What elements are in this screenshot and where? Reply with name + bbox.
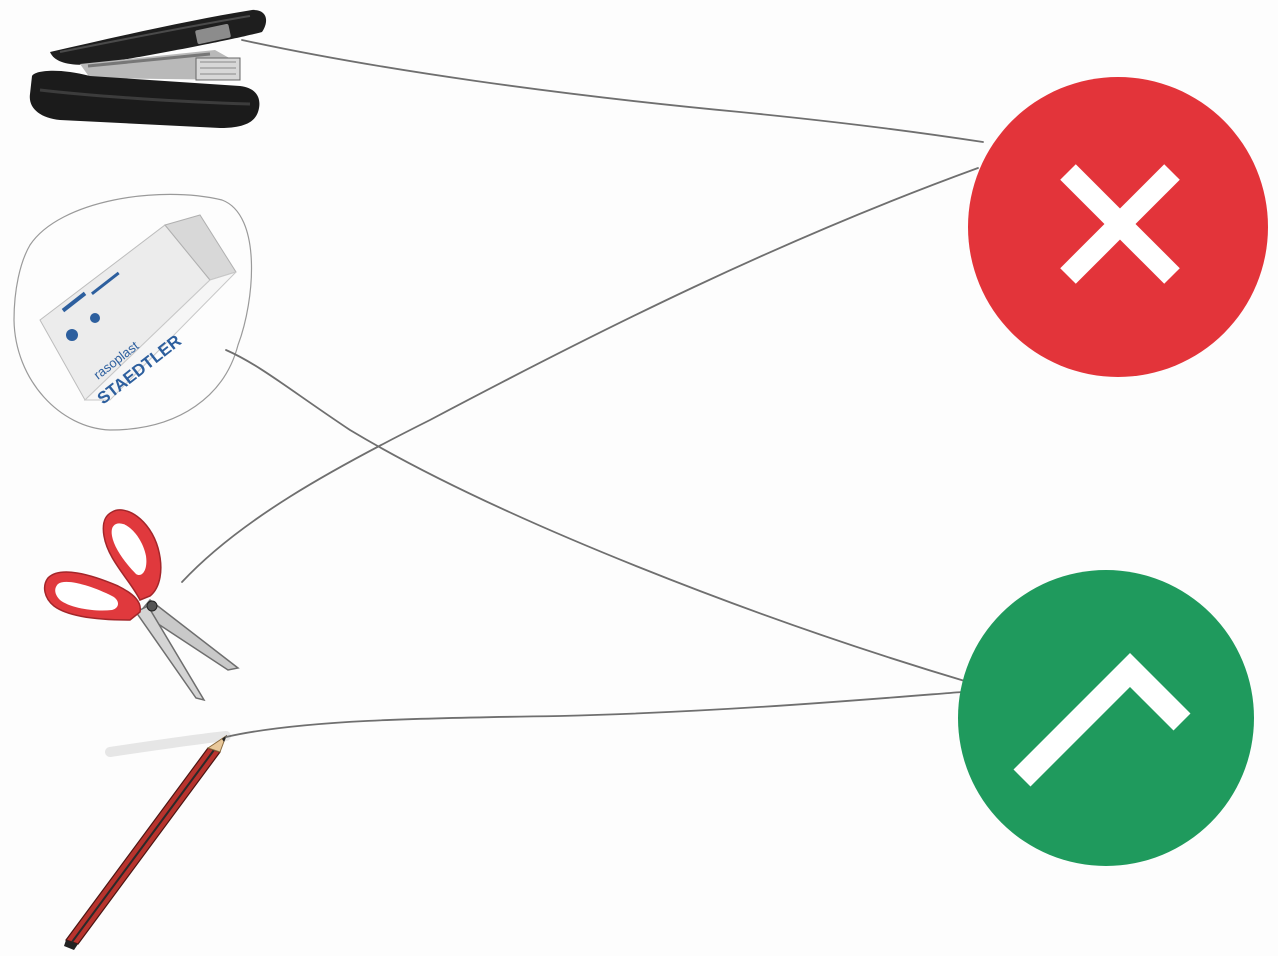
correct-answer-badge [958, 570, 1254, 866]
stapler-icon [29, 9, 267, 128]
wrong-answer-badge [968, 77, 1268, 377]
connection-line-stapler-wrong [241, 39, 984, 143]
connection-line-pencil-correct [225, 691, 963, 738]
connection-line-scissors-wrong [181, 167, 979, 583]
pencil-icon [64, 731, 231, 950]
cross-icon [1060, 164, 1180, 284]
connection-line-eraser-correct [225, 349, 969, 683]
check-icon [1013, 653, 1191, 787]
eraser-icon: STAEDTLER rasoplast [13, 193, 253, 431]
scissors-icon [43, 509, 240, 702]
